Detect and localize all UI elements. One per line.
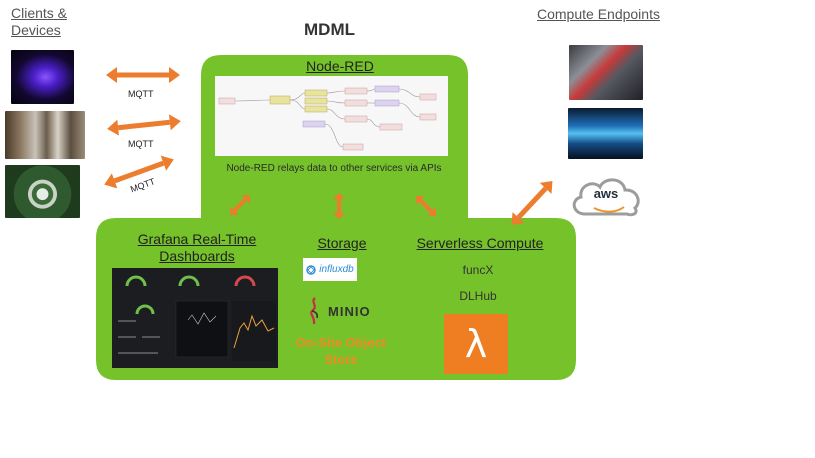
dlhub-label: DLHub — [459, 289, 497, 303]
grafana-dashboard-graphic — [118, 275, 276, 361]
mqtt-arrow-1 — [106, 67, 180, 83]
clients-devices-label: Clients & Devices — [11, 5, 68, 38]
mqtt-label-1: MQTT — [128, 89, 154, 99]
minio-logo: MINIO — [306, 296, 371, 326]
nodered-flow-graphic — [218, 85, 437, 151]
grafana-label: Grafana Real-Time Dashboards — [137, 231, 257, 264]
onsite-object-store-label: On-Site Object Store — [295, 335, 387, 367]
aws-lambda-icon: λ — [444, 314, 508, 374]
mqtt-label-2: MQTT — [128, 139, 154, 149]
mqtt-arrow-2 — [107, 114, 181, 136]
grafana-dashboard-screenshot — [112, 268, 278, 368]
nodered-label: Node-RED — [306, 58, 374, 74]
minio-text: MINIO — [328, 303, 371, 319]
mqtt-arrow-3 — [104, 155, 174, 189]
storage-label: Storage — [317, 235, 367, 251]
lambda-glyph: λ — [464, 322, 488, 366]
client-device-facility-image — [5, 165, 80, 218]
compute-endpoint-supercomputer-image — [568, 108, 643, 159]
funcx-label: funcX — [462, 263, 494, 277]
client-device-plasma-image — [11, 50, 74, 104]
minio-flamingo-icon — [310, 297, 319, 325]
nodered-flow-screenshot — [215, 76, 448, 156]
compute-endpoint-server-image — [569, 45, 643, 100]
diagram-title: MDML — [304, 20, 355, 39]
compute-endpoints-label: Compute Endpoints — [537, 6, 660, 22]
influxdb-logo: influxdb — [303, 258, 357, 281]
nodered-caption: Node-RED relays data to other services v… — [226, 163, 442, 174]
aws-label: aws — [593, 186, 619, 201]
arrow-nodered-storage — [333, 193, 345, 219]
influxdb-text: influxdb — [319, 264, 354, 275]
client-device-instrument-image — [5, 111, 85, 159]
aws-cloud-icon — [572, 178, 640, 217]
influxdb-icon — [306, 264, 316, 275]
serverless-compute-label: Serverless Compute — [416, 235, 544, 251]
